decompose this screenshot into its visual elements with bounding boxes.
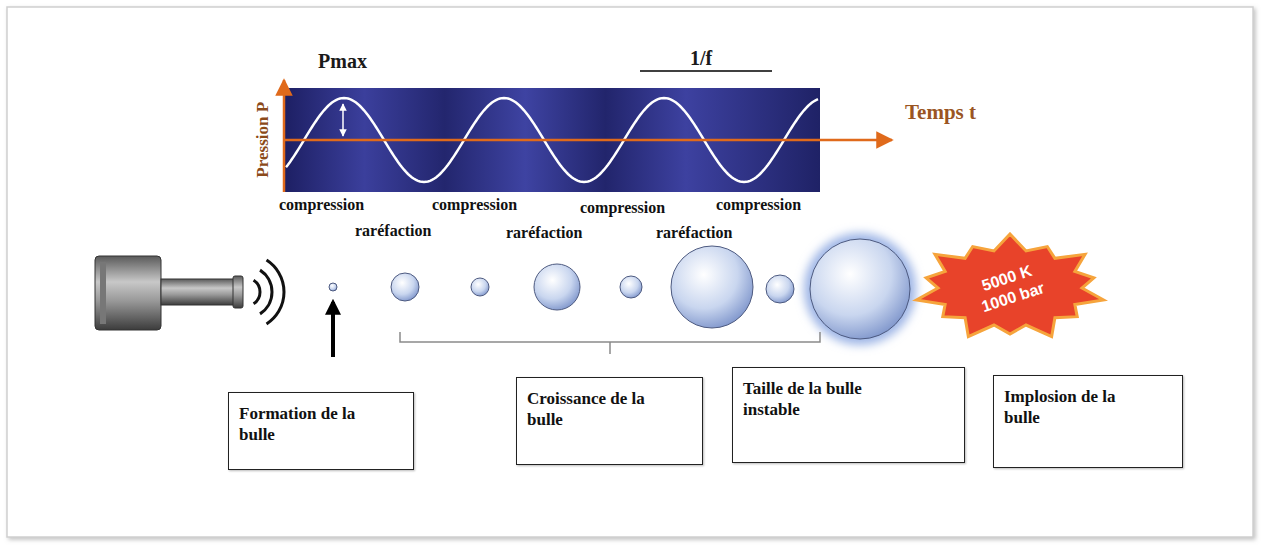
time-axis — [284, 139, 892, 142]
stage-box: Taille de la bulle instable — [732, 367, 965, 463]
amplitude-arrow — [342, 104, 344, 136]
period-line — [640, 70, 772, 72]
stage-box: Formation de la bulle — [228, 392, 414, 470]
phase-label: raréfaction — [506, 224, 582, 242]
phase-label: raréfaction — [355, 222, 431, 240]
bubble — [810, 239, 910, 339]
sound-arc — [254, 280, 260, 304]
bubble — [471, 278, 489, 296]
phase-label: compression — [279, 196, 364, 214]
stage-label: Formation de la bulle — [239, 403, 389, 446]
implosion-star: 5000 K 1000 bar — [912, 232, 1108, 344]
pmax-label: Pmax — [318, 50, 367, 73]
bubble — [329, 283, 337, 291]
stage-label: Croissance de la bulle — [527, 388, 677, 431]
sound-arc — [267, 260, 284, 324]
axis-label: Pression P — [253, 102, 273, 178]
bubble — [766, 275, 794, 303]
phase-label: compression — [432, 196, 517, 214]
transducer — [95, 256, 243, 330]
bubble — [534, 264, 580, 310]
star-outline — [916, 234, 1103, 337]
growth-bracket — [400, 332, 820, 354]
frame — [7, 7, 1253, 537]
stage-box: Croissance de la bulle — [516, 377, 703, 465]
phase-label: compression — [716, 196, 801, 214]
formation-arrow — [331, 302, 335, 357]
stage-label: Taille de la bulle instable — [743, 378, 913, 421]
phase-label: raréfaction — [656, 224, 732, 242]
stage-box: Implosion de la bulle — [993, 375, 1183, 468]
sound-arc — [260, 270, 272, 314]
bubble-glow — [804, 233, 916, 345]
phase-label: compression — [580, 199, 665, 217]
pressure-axis — [283, 80, 286, 192]
bubble — [620, 276, 642, 298]
sound-waves — [254, 260, 284, 324]
stage-label: Implosion de la bulle — [1004, 386, 1154, 429]
axis-label: Temps t — [905, 100, 976, 124]
bubble — [391, 273, 419, 301]
period-label: 1/f — [690, 47, 712, 70]
bubble — [671, 246, 753, 328]
bubbles — [329, 233, 916, 345]
